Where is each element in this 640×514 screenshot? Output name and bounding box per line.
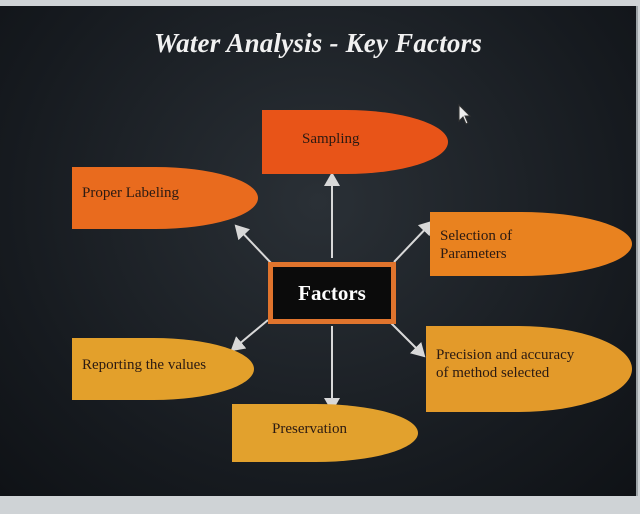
arrow-to-reporting [230,319,269,352]
node-proper-labeling: Proper Labeling [72,167,258,229]
arrow-to-precision [389,321,426,358]
node-sampling-label: Sampling [302,131,360,147]
arrow-to-selection [393,220,434,263]
slide: Water Analysis - Key Factors Sampling Pr… [0,6,638,496]
connector-arrows [230,172,434,412]
mouse-pointer-icon [458,104,472,125]
slide-title: Water Analysis - Key Factors [153,28,483,58]
node-selection-of-parameters: Selection of Parameters [430,212,632,276]
node-selection-label: Selection of Parameters [440,228,513,262]
node-preservation-label: Preservation [272,421,347,437]
center-factors-label: Factors [298,280,366,305]
arrow-to-proper-labeling [234,224,273,265]
node-proper-labeling-label: Proper Labeling [82,185,180,201]
node-reporting-label: Reporting the values [82,357,207,373]
node-preservation: Preservation [232,404,418,462]
node-reporting-the-values: Reporting the values [72,338,254,400]
node-sampling: Sampling [262,110,448,174]
node-precision-and-accuracy: Precision and accuracy of method selecte… [426,326,632,412]
node-precision-label: Precision and accuracy of method selecte… [436,347,575,381]
center-factors-box: Factors [268,262,396,324]
